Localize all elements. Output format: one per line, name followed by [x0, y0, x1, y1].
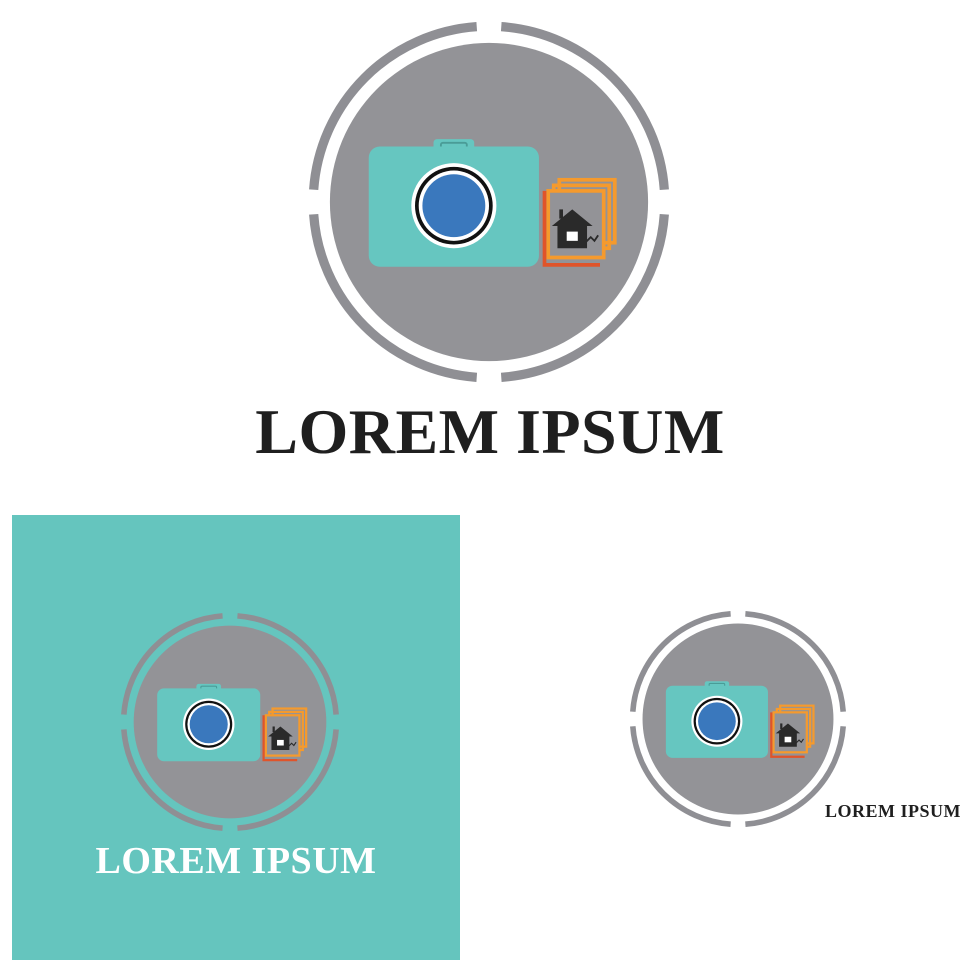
- house-photo-icon: [542, 177, 617, 267]
- logo-wordmark: LOREM IPSUM: [95, 840, 377, 882]
- house-roof: [268, 726, 293, 737]
- house-window: [566, 231, 578, 241]
- camera-icon: [665, 681, 768, 758]
- logo-wordmark: LOREM IPSUM: [255, 396, 725, 467]
- lens-glass: [698, 702, 736, 741]
- logo-small: LOREM IPSUM: [600, 600, 980, 840]
- logo-wordmark: LOREM IPSUM: [825, 801, 961, 821]
- house-chimney: [780, 723, 783, 729]
- photo-frame-shadow: [770, 712, 805, 758]
- house-chimney: [272, 726, 275, 733]
- logo-teal-panel: LOREM IPSUM: [12, 515, 460, 960]
- lens-glass: [189, 705, 228, 744]
- camera-icon: [368, 139, 539, 267]
- ring-segment-1: [500, 22, 669, 191]
- ring-segment-3: [309, 213, 478, 382]
- ring-segment-2: [237, 729, 339, 831]
- camera-logo-mark: [309, 22, 669, 382]
- grass-mark: [584, 234, 599, 244]
- ring-segment-3: [630, 726, 731, 827]
- ring-segment-4: [309, 22, 478, 191]
- camera-logo-mark: [121, 613, 339, 831]
- lens-glass: [422, 174, 486, 238]
- camera-icon: [157, 683, 261, 762]
- ring-segment-4: [630, 611, 731, 712]
- house-window: [784, 736, 792, 743]
- ring-segment-1: [237, 613, 339, 715]
- photo-frame-shadow: [542, 190, 600, 267]
- logo-large: LOREM IPSUM: [255, 22, 725, 467]
- ring-segment-3: [121, 729, 223, 831]
- ring-segment-1: [745, 611, 846, 712]
- house-roof: [551, 209, 593, 227]
- house-chimney: [559, 209, 563, 219]
- house-photo-icon: [770, 704, 815, 758]
- camera-logo-mark: [630, 611, 846, 827]
- house-roof: [775, 723, 801, 734]
- photo-frame-shadow: [262, 715, 298, 762]
- grass-mark: [287, 741, 297, 748]
- ring-segment-4: [121, 613, 223, 715]
- house-window: [277, 739, 284, 746]
- ring-segment-2: [500, 213, 669, 382]
- ring-segment-2: [745, 726, 846, 827]
- house-photo-icon: [262, 707, 308, 762]
- grass-mark: [795, 738, 804, 744]
